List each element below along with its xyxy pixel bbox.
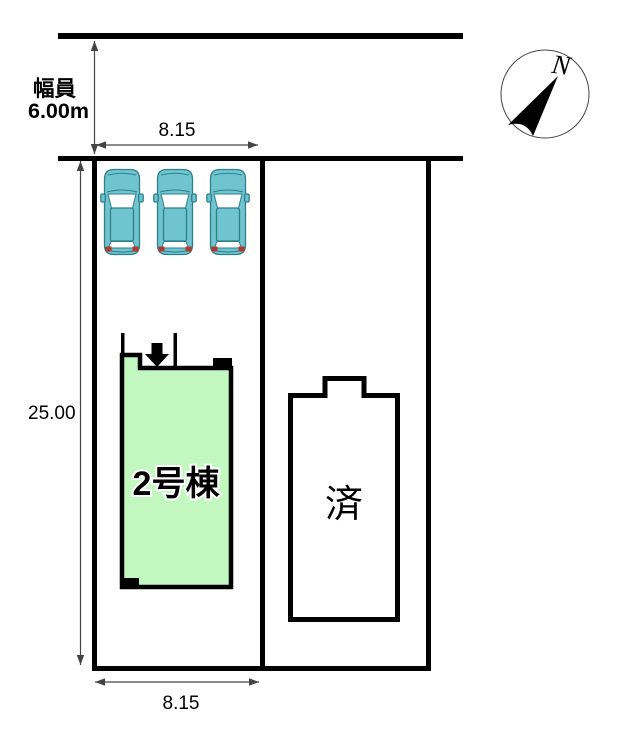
building-sold-outline — [288, 376, 400, 622]
entrance-arrow-icon — [145, 343, 169, 367]
car-icon-1 — [100, 168, 144, 256]
building-unit2-wall-left — [121, 333, 125, 356]
building-unit2-wall-mid — [173, 333, 177, 368]
frontage-bottom-dimension-value: 8.15 — [163, 693, 200, 714]
compass-needle-icon — [508, 76, 558, 136]
car-icon-3 — [206, 168, 250, 256]
frontage-top-dimension-value: 8.15 — [159, 120, 196, 141]
depth-dimension-value: 25.00 — [28, 403, 76, 424]
building-unit2-bottom-step — [122, 578, 139, 587]
compass-circle — [500, 49, 590, 139]
road-width-label-line1: 幅員 — [33, 77, 77, 101]
compass-north-label: N — [549, 49, 574, 82]
building-unit2-top-step — [213, 358, 232, 368]
building-unit2-label: 2号棟 — [133, 465, 221, 503]
car-icon-2 — [153, 168, 197, 256]
road-width-label-line2: 6.00m — [28, 99, 89, 123]
building-sold-label: 済 — [325, 484, 363, 526]
compass: N — [500, 49, 590, 139]
